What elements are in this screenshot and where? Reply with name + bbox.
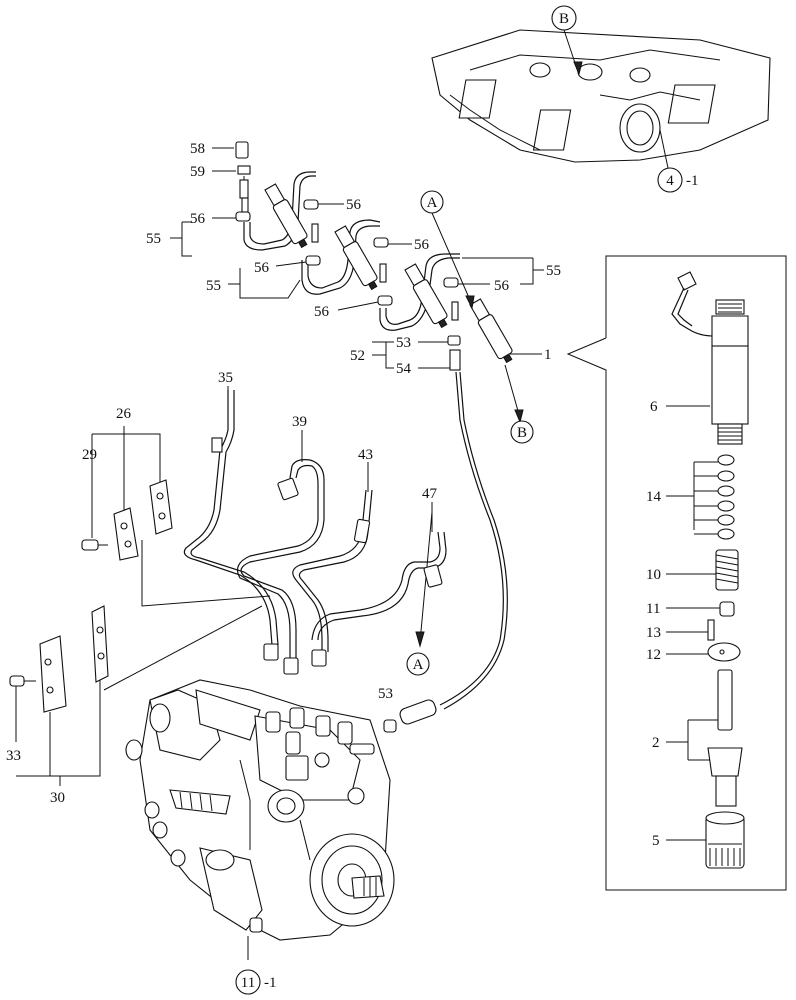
leaders-upper bbox=[170, 203, 544, 424]
label-56f: 56 bbox=[314, 304, 330, 320]
label-14: 14 bbox=[646, 489, 662, 505]
callout-b2-label: B bbox=[517, 425, 527, 441]
label-30: 30 bbox=[50, 790, 65, 806]
ref-4-suffix: -1 bbox=[686, 173, 699, 189]
label-39: 39 bbox=[292, 414, 307, 430]
ref-4-1: 4 -1 bbox=[657, 167, 699, 193]
label-56a: 56 bbox=[346, 197, 362, 213]
ref-4-label: 4 bbox=[666, 173, 674, 189]
label-29: 29 bbox=[82, 447, 97, 463]
label-12: 12 bbox=[646, 647, 661, 663]
callout-a2-label: A bbox=[413, 657, 424, 673]
label-54: 54 bbox=[396, 361, 412, 377]
label-55b: 55 bbox=[206, 278, 221, 294]
label-1: 1 bbox=[544, 347, 552, 363]
label-33: 33 bbox=[6, 748, 21, 764]
label-43: 43 bbox=[358, 447, 373, 463]
label-35: 35 bbox=[218, 370, 233, 386]
injector-detail-panel bbox=[566, 255, 787, 891]
ref-11-label: 11 bbox=[241, 975, 255, 991]
label-59: 59 bbox=[190, 164, 205, 180]
label-26: 26 bbox=[116, 406, 132, 422]
label-56d: 56 bbox=[254, 260, 270, 276]
label-2: 2 bbox=[652, 735, 660, 751]
injector-lines-upper bbox=[212, 141, 513, 371]
label-55a: 55 bbox=[146, 231, 161, 247]
label-52: 52 bbox=[350, 348, 365, 364]
cylinder-head bbox=[431, 29, 771, 169]
callout-b-top: B bbox=[551, 5, 583, 76]
label-56e: 56 bbox=[494, 278, 510, 294]
label-47: 47 bbox=[422, 486, 438, 502]
callout-b-label: B bbox=[559, 11, 569, 27]
label-5: 5 bbox=[652, 833, 660, 849]
bracket-group-26 bbox=[81, 426, 271, 607]
label-10: 10 bbox=[646, 567, 661, 583]
ref-11-1: 11 -1 bbox=[235, 936, 277, 995]
part-labels: 58 59 56 56 55 56 56 55 55 56 56 53 52 1… bbox=[6, 141, 662, 849]
label-13: 13 bbox=[646, 625, 661, 641]
callout-a-lower: A bbox=[406, 511, 433, 676]
label-53b: 53 bbox=[378, 686, 393, 702]
label-58: 58 bbox=[190, 141, 205, 157]
callout-b-lower: B bbox=[510, 420, 534, 444]
bracket-group-30 bbox=[9, 605, 263, 786]
high-pressure-lines bbox=[183, 390, 447, 675]
callout-a-label: A bbox=[427, 195, 438, 211]
label-56c: 56 bbox=[414, 237, 430, 253]
ref-11-suffix: -1 bbox=[264, 975, 277, 991]
leaders-middle bbox=[227, 386, 433, 532]
label-55c: 55 bbox=[546, 263, 561, 279]
label-11: 11 bbox=[646, 601, 660, 617]
return-hose bbox=[383, 371, 508, 733]
label-6: 6 bbox=[650, 399, 658, 415]
callout-a-upper: A bbox=[420, 190, 444, 214]
injection-pump bbox=[125, 679, 395, 941]
label-53a: 53 bbox=[396, 335, 411, 351]
label-56b: 56 bbox=[190, 211, 206, 227]
